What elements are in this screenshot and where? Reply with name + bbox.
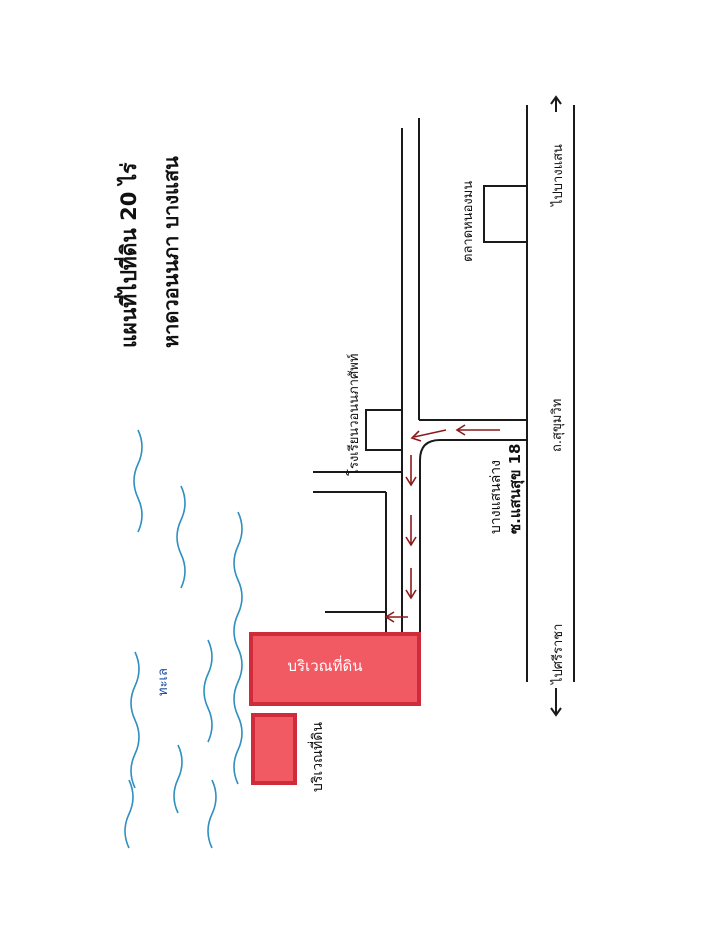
school-label: โรงเรียนวอนนภาศัพท์: [346, 354, 362, 476]
bangsaen-lang-label: บางแสนล่าง: [488, 460, 504, 534]
bangsaen-lang-road: [401, 118, 527, 632]
route-arrows: [384, 424, 500, 623]
soi-label: ซ.แสนสุข 18: [506, 444, 525, 534]
market-label: ตลาดหนองมน: [461, 181, 476, 262]
land-small-label: บริเวณที่ดิน: [308, 722, 326, 792]
land-parcel-small: [251, 713, 297, 785]
land-large-label: บริเวณที่ดิน: [288, 655, 363, 675]
school-building: [365, 409, 403, 451]
land-parcel-large: [249, 632, 421, 706]
sea-label: ทะเล: [156, 668, 171, 696]
map-title: แผนที่ไปที่ดิน 20 ไร่: [113, 162, 141, 348]
to-sriracha-label: ไปศรีราชา: [550, 624, 566, 685]
sea-waves: [124, 429, 243, 849]
market-building: [483, 185, 528, 243]
to-bangsaen-label: ไปบางแสน: [550, 144, 566, 207]
direction-arrow-bangsaen-icon: [550, 95, 562, 112]
map-subtitle: หาดวอนนภา บางแสน: [159, 156, 183, 348]
direction-arrow-sriracha-icon: [550, 688, 562, 717]
side-street: [313, 471, 402, 632]
sukhumvit-label: ถ.สุขุมวิท: [550, 399, 565, 452]
